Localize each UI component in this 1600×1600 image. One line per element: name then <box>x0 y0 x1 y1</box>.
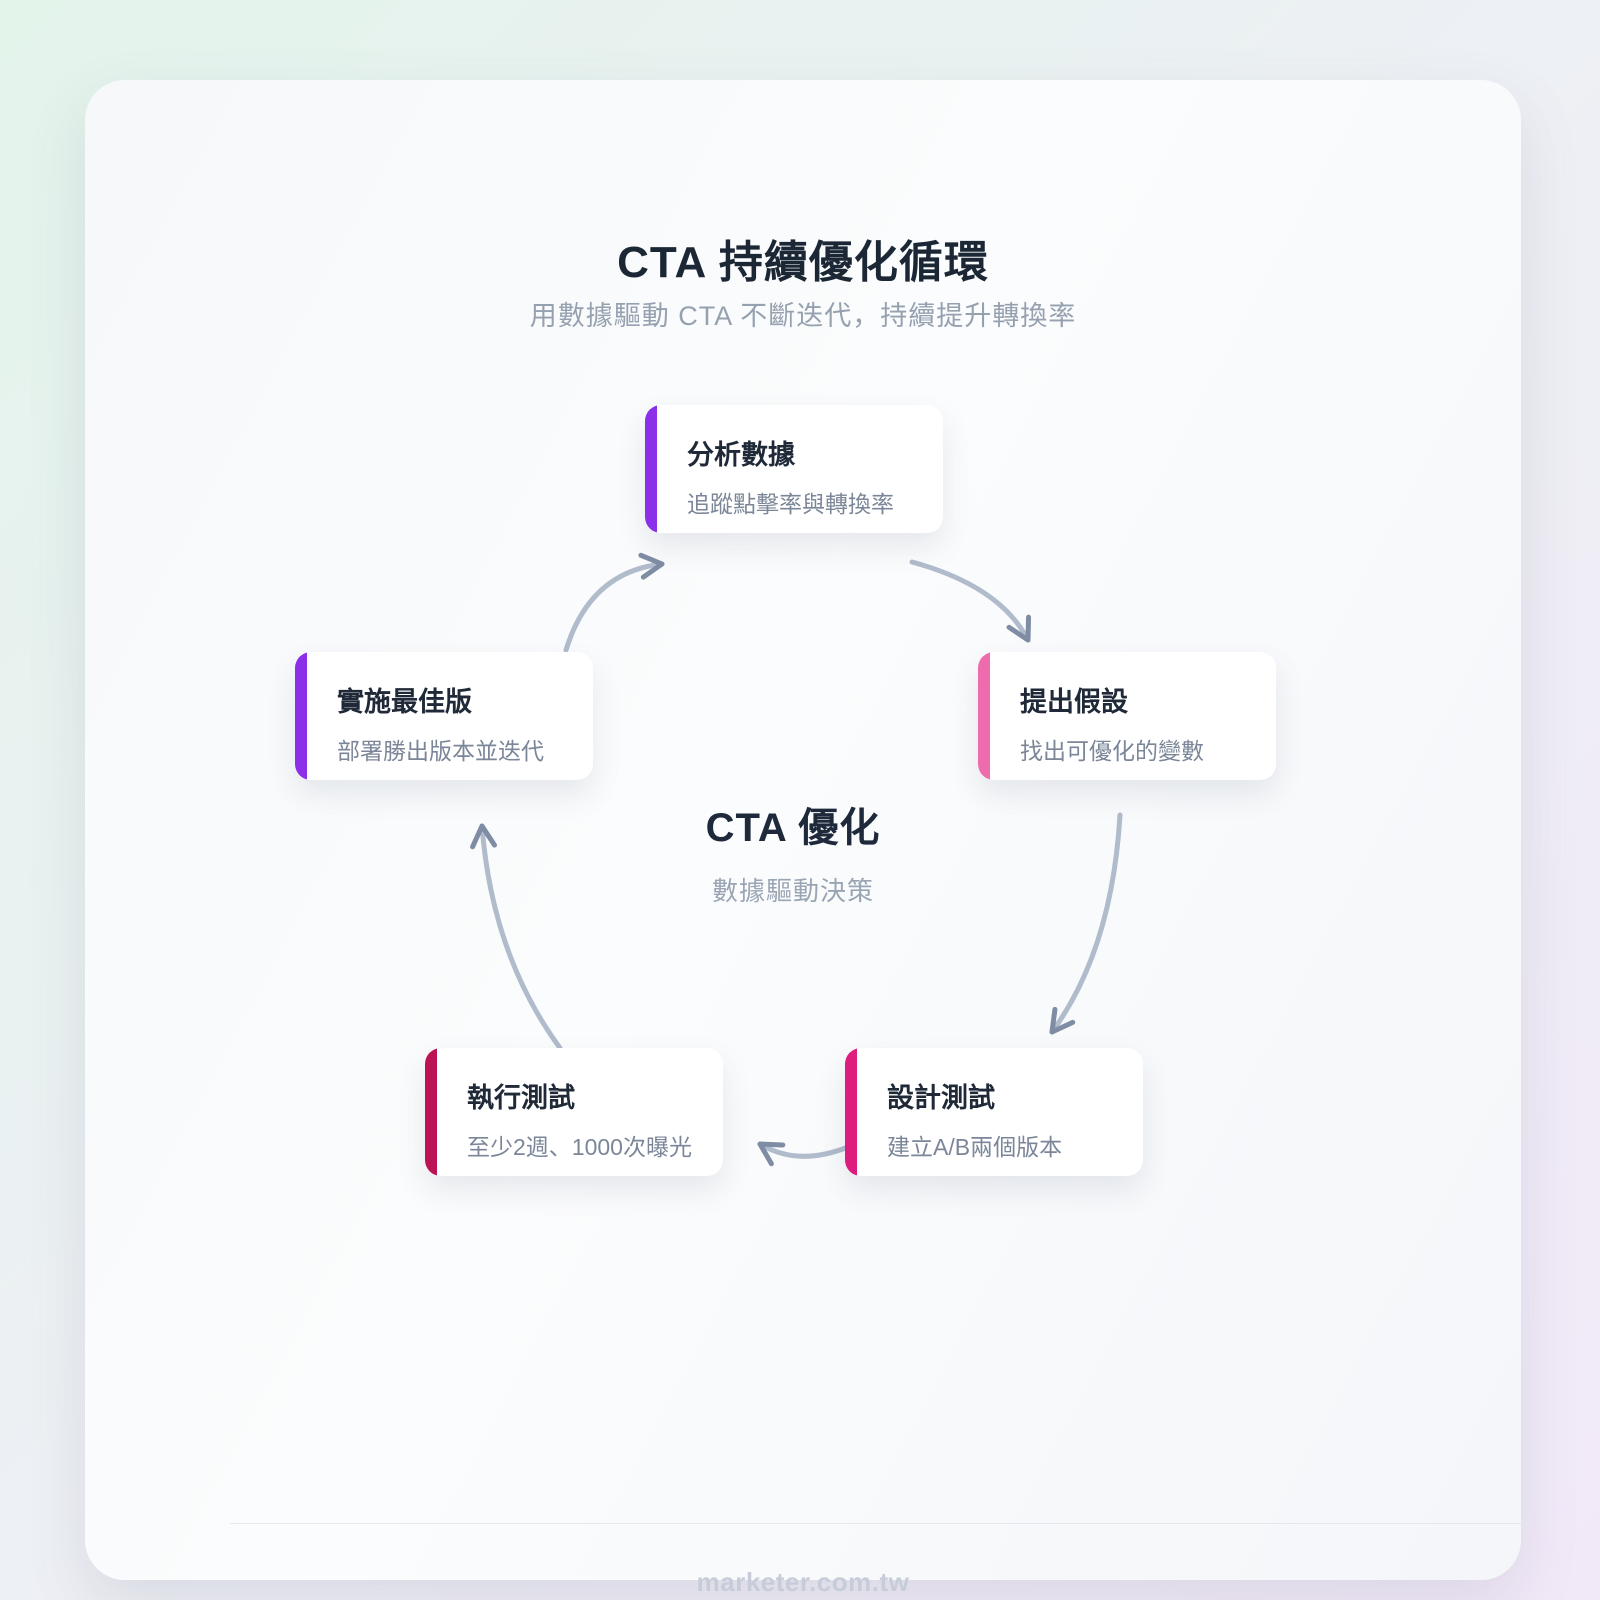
node-hypothesis-card: 提出假設 找出可優化的變數 <box>978 652 1276 780</box>
node-hypothesis-title: 提出假設 <box>1020 687 1128 717</box>
page-subtitle: 用數據驅動 CTA 不斷迭代，持續提升轉換率 <box>529 301 1077 331</box>
center-label: CTA 優化 數據驅動決策 <box>593 795 993 908</box>
node-implement-accent-bar <box>295 652 307 780</box>
node-run-card: 執行測試 至少2週、1000次曝光 <box>425 1048 723 1176</box>
footer-divider <box>230 1523 1540 1524</box>
node-run-accent-bar <box>425 1048 437 1176</box>
node-run-title: 執行測試 <box>467 1083 575 1113</box>
node-design-title: 設計測試 <box>887 1083 995 1113</box>
node-analyze-accent-bar <box>645 405 657 533</box>
main-card: CTA 持續優化循環 用數據驅動 CTA 不斷迭代，持續提升轉換率 market… <box>85 80 1540 1597</box>
node-design-card: 設計測試 建立A/B兩個版本 <box>845 1048 1143 1176</box>
node-design-accent-bar <box>845 1048 857 1176</box>
center-subtitle: 數據驅動決策 <box>711 876 874 906</box>
footer-text: marketer.com.tw <box>696 1567 910 1597</box>
node-implement-desc: 部署勝出版本並迭代 <box>337 738 544 764</box>
node-hypothesis-desc: 找出可優化的變數 <box>1020 738 1204 764</box>
node-hypothesis-accent-bar <box>978 652 990 780</box>
node-analyze-card: 分析數據 追蹤點擊率與轉換率 <box>645 405 943 533</box>
node-analyze-desc: 追蹤點擊率與轉換率 <box>687 491 894 517</box>
node-implement-title: 實施最佳版 <box>337 687 472 717</box>
page-title: CTA 持續優化循環 <box>617 238 989 287</box>
node-analyze-title: 分析數據 <box>687 440 795 470</box>
center-title: CTA 優化 <box>705 806 881 850</box>
node-run-desc: 至少2週、1000次曝光 <box>467 1134 692 1160</box>
node-design-desc: 建立A/B兩個版本 <box>887 1134 1063 1160</box>
node-implement-card: 實施最佳版 部署勝出版本並迭代 <box>295 652 593 780</box>
